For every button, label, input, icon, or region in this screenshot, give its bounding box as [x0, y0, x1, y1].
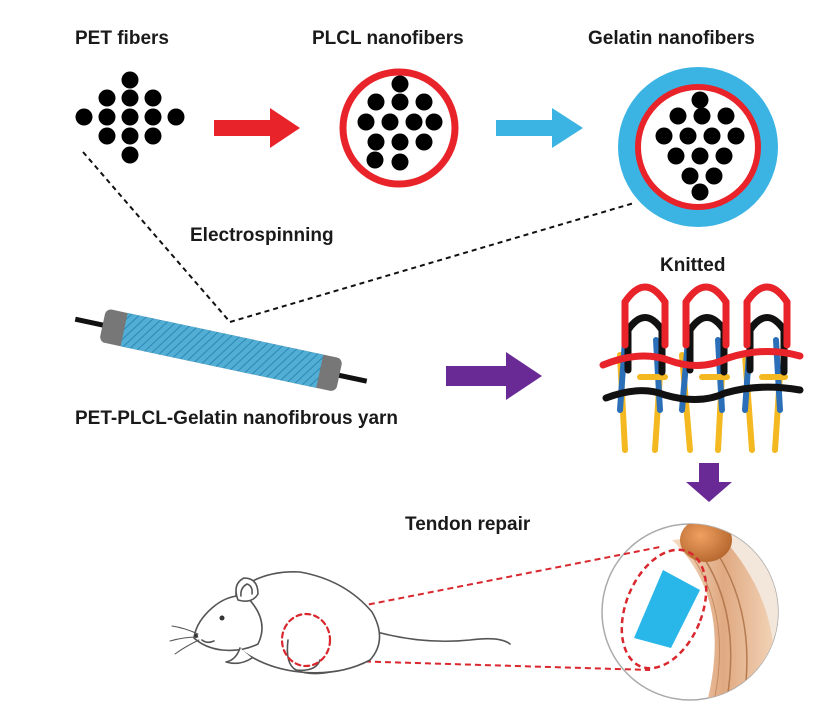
pet-fiber-dot — [98, 89, 116, 107]
plcl-fiber-dot — [405, 113, 423, 131]
gelatin-fiber-dot — [727, 127, 745, 145]
muscle — [680, 524, 732, 562]
gelatin-fiber-dot — [691, 183, 709, 201]
gelatin-fiber-dot — [705, 167, 723, 185]
gelatin-fiber-dot — [715, 147, 733, 165]
pet-fiber-dot — [75, 108, 93, 126]
gelatin-fiber-dot — [717, 107, 735, 125]
plcl-fiber-dot — [366, 151, 384, 169]
plcl-fiber-dot — [415, 133, 433, 151]
red-arrow — [214, 108, 300, 148]
pet-fiber-dot — [144, 108, 162, 126]
electrospinning-dashed-lines — [82, 151, 635, 323]
plcl-nanofiber-cross-section — [339, 68, 459, 188]
purple-arrow-right — [446, 352, 542, 400]
gelatin-fiber-dot — [679, 127, 697, 145]
label-pet-fibers: PET fibers — [75, 28, 169, 49]
label-plcl-nanofibers: PLCL nanofibers — [312, 28, 464, 49]
label-gelatin-nanofibers: Gelatin nanofibers — [588, 28, 755, 49]
gelatin-fiber-dot — [691, 147, 709, 165]
rat-body — [235, 571, 381, 674]
blue-arrow — [496, 108, 583, 148]
pet-fiber-dot — [121, 108, 139, 126]
plcl-fiber-dot — [391, 93, 409, 111]
knitted-structure — [599, 283, 804, 453]
pet-fiber-dot — [98, 127, 116, 145]
plcl-fiber-dot — [391, 153, 409, 171]
rat-tail — [369, 629, 511, 645]
plcl-fiber-dot — [367, 133, 385, 151]
gelatin-fiber-dot — [655, 127, 673, 145]
yarn-sheath — [120, 312, 324, 388]
rat-eye — [219, 615, 225, 621]
plcl-fiber-dot — [391, 133, 409, 151]
pet-fiber-dot — [121, 89, 139, 107]
plcl-fiber-dot — [367, 93, 385, 111]
rat-ear — [235, 577, 259, 602]
gelatin-fiber-dot — [681, 167, 699, 185]
tendon-band — [672, 535, 775, 700]
nanofibrous-yarn — [74, 309, 368, 391]
purple-arrow-down — [686, 463, 732, 502]
zoom-highlight-ellipse — [620, 548, 708, 670]
pet-fiber-dot — [121, 127, 139, 145]
gelatin-fiber-dot — [667, 147, 685, 165]
gelatin-fiber-dot — [669, 107, 687, 125]
pet-fiber-dot — [144, 89, 162, 107]
plcl-fiber-dot — [425, 113, 443, 131]
label-electrospinning: Electrospinning — [190, 225, 334, 246]
rat-head — [193, 594, 263, 652]
plcl-fiber-dot — [391, 75, 409, 93]
tendon-zoom-view — [601, 523, 779, 701]
rat-illustration — [169, 571, 511, 675]
plcl-fiber-dot — [381, 113, 399, 131]
plcl-fiber-dot — [357, 113, 375, 131]
gelatin-fiber-dot — [693, 107, 711, 125]
plcl-fiber-dot — [415, 93, 433, 111]
gelatin-nanofiber-cross-section — [618, 67, 778, 227]
implant-graft — [634, 570, 700, 648]
rat-front-leg — [225, 647, 253, 665]
gelatin-fiber-dot — [703, 127, 721, 145]
gelatin-fiber-dot — [691, 91, 709, 109]
pet-fiber-dot — [121, 71, 139, 89]
rat-repair-site-marker — [280, 612, 332, 668]
zoom-guide-lines — [309, 546, 661, 671]
pet-fiber-dot — [121, 146, 139, 164]
pet-fiber-dot — [167, 108, 185, 126]
label-nanofibrous-yarn: PET-PLCL-Gelatin nanofibrous yarn — [75, 408, 399, 429]
label-tendon-repair: Tendon repair — [405, 514, 531, 535]
label-knitted: Knitted — [660, 255, 726, 276]
pet-fiber-dot — [98, 108, 116, 126]
pet-fiber-cluster — [75, 71, 185, 164]
pet-fiber-dot — [144, 127, 162, 145]
